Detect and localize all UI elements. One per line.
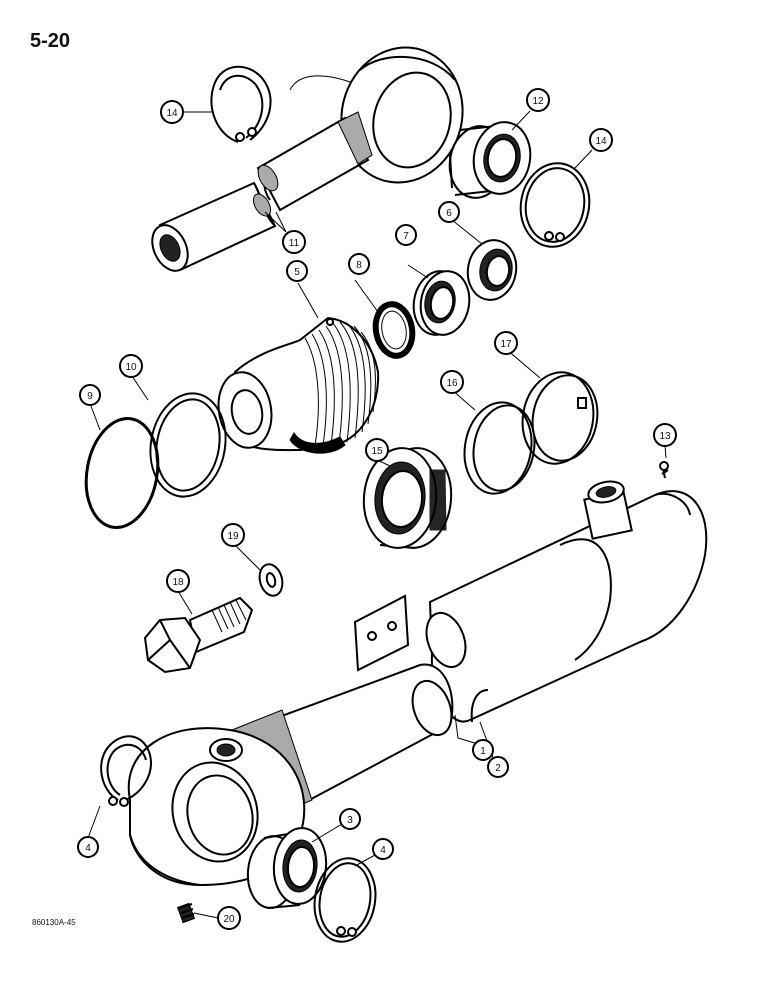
- part-7-wiper-seal: [412, 270, 471, 336]
- svg-text:12: 12: [532, 96, 544, 107]
- part-13-bushing-rod-eye: [448, 121, 532, 199]
- callout-7: 7: [395, 224, 417, 246]
- callout-4-right: 4: [372, 838, 394, 860]
- part-12-piston-rod: [151, 46, 464, 272]
- bolt-threads: [211, 599, 247, 633]
- callout-10: 10: [119, 354, 143, 378]
- callout-16: 16: [440, 370, 464, 394]
- svg-text:9: 9: [87, 391, 93, 402]
- callout-2: 2: [487, 756, 509, 778]
- svg-text:4: 4: [85, 843, 91, 854]
- callout-11: 13: [653, 423, 677, 447]
- part-5-gland: [217, 316, 380, 454]
- callout-5: 5: [286, 260, 308, 282]
- svg-text:11: 11: [289, 238, 300, 249]
- part-14-retaining-ring-right: [519, 162, 591, 248]
- callouts: 14 12 14 11 6 7 8 5 10 9 17 16 13 15 19 …: [77, 88, 677, 930]
- callout-18: 18: [166, 569, 190, 593]
- svg-text:1: 1: [480, 746, 486, 757]
- part-4-retaining-ring-right: [313, 857, 377, 943]
- callout-19: 19: [221, 523, 245, 547]
- callout-15: 15: [365, 438, 389, 462]
- drawing-code: 860130A-45: [32, 918, 76, 927]
- part-11-plug: [659, 461, 669, 479]
- svg-text:17: 17: [500, 339, 512, 350]
- svg-text:2: 2: [495, 763, 501, 774]
- part-9-o-ring: [84, 416, 160, 530]
- part-15-piston: [362, 447, 453, 549]
- callout-3: 3: [339, 808, 361, 830]
- part-19-washer: [258, 563, 284, 597]
- svg-text:16: 16: [446, 378, 458, 389]
- callout-14-right: 14: [589, 128, 613, 152]
- callout-6: 6: [438, 201, 460, 223]
- part-8-o-ring: [372, 301, 416, 359]
- svg-text:7: 7: [403, 231, 409, 242]
- svg-text:19: 19: [227, 531, 239, 542]
- svg-text:8: 8: [356, 260, 362, 271]
- svg-text:5: 5: [294, 267, 300, 278]
- part-17-piston-seal: [521, 371, 599, 465]
- svg-text:20: 20: [223, 914, 235, 925]
- part-6-seal: [466, 239, 518, 301]
- part-3-bushing-base: [246, 827, 328, 909]
- svg-text:4: 4: [380, 845, 386, 856]
- callout-9: 9: [79, 384, 101, 406]
- callout-17: 17: [494, 331, 518, 355]
- callout-12: 11: [282, 230, 306, 254]
- part-18-bolt: [143, 596, 254, 674]
- gland-threads: [304, 321, 376, 447]
- part-4-retaining-ring-left: [100, 735, 152, 807]
- part-2-cylinder-tube: [425, 480, 708, 723]
- callout-8: 8: [348, 253, 370, 275]
- svg-text:15: 15: [371, 446, 383, 457]
- callout-13: 12: [526, 88, 550, 112]
- page-number: 5-20: [30, 30, 71, 52]
- svg-text:13: 13: [659, 431, 671, 442]
- callout-20: 20: [217, 906, 241, 930]
- svg-text:14: 14: [595, 136, 607, 147]
- svg-text:14: 14: [166, 108, 178, 119]
- callout-1: 1: [472, 739, 494, 761]
- part-14-retaining-ring-left: [210, 65, 272, 143]
- svg-text:6: 6: [446, 208, 452, 219]
- part-20-grease-fitting: [176, 902, 196, 924]
- svg-text:18: 18: [172, 577, 184, 588]
- callout-4-left: 4: [77, 836, 99, 858]
- callout-14-left: 14: [160, 100, 184, 124]
- svg-text:3: 3: [347, 815, 353, 826]
- svg-text:10: 10: [125, 362, 137, 373]
